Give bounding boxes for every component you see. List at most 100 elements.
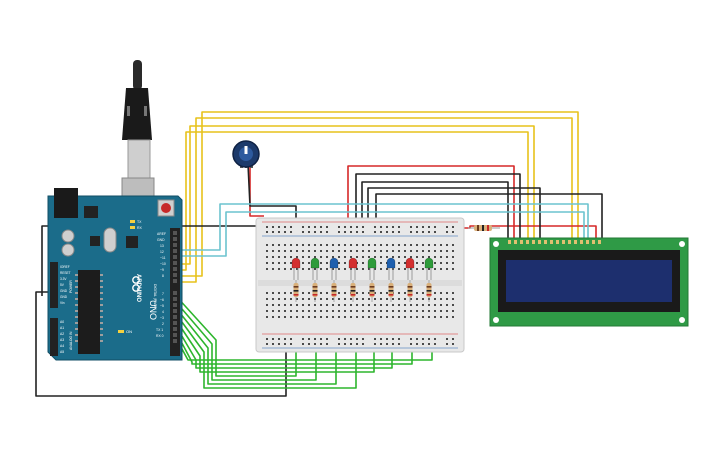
led-with-resistor[interactable] [424,257,434,302]
wire-cyan[interactable] [176,211,585,257]
pin-label: ~11 [160,256,166,260]
resistor[interactable] [312,280,318,302]
lcd-pin[interactable] [574,240,577,244]
pin-label: ~3 [160,316,164,320]
wire-yellow[interactable] [176,117,573,283]
green-wire-bundle [175,295,433,389]
power-jack [54,188,78,218]
arduino-logo [132,276,140,292]
pin-label: 2 [162,322,164,326]
lcd-pin[interactable] [592,240,595,244]
lcd-pin[interactable] [520,240,523,244]
led-bulb[interactable] [424,257,434,269]
lcd-pin[interactable] [514,240,517,244]
on-led-label: ON [126,329,132,334]
resistor[interactable] [369,280,375,302]
wire-yellow[interactable] [176,111,579,277]
resistor[interactable] [426,280,432,302]
regulator [90,236,100,246]
tx-led-label: TX [137,220,142,224]
led-bulb[interactable] [310,257,320,269]
digital-header-label: DIGITAL (PWM~) [153,284,157,310]
resistor[interactable] [388,280,394,302]
led-with-resistor[interactable] [367,257,377,302]
lcd-pin[interactable] [544,240,547,244]
led-bulb[interactable] [405,257,415,269]
breadboard[interactable] [255,217,465,353]
pin-label: 7 [162,292,164,296]
lcd-pin[interactable] [550,240,553,244]
resistor[interactable] [331,280,337,302]
led-bulb[interactable] [386,257,396,269]
pin-label: Vin [60,301,65,305]
wire-black[interactable] [375,193,603,242]
wire-yellow[interactable] [176,131,529,271]
wire-black[interactable] [35,291,287,397]
tx-led [130,220,135,223]
resistor[interactable] [350,280,356,302]
arduino-uno-board[interactable]: ON TX RX ARDUINO UNO AREF GND 13 12 [47,188,183,361]
led-with-resistor[interactable] [291,257,301,302]
potentiometer[interactable] [232,140,260,168]
lcd-screen [506,260,672,302]
pin-label: 4 [162,310,164,314]
pin-label: TX 1 [156,328,163,332]
wire-red[interactable] [249,166,264,217]
led-with-resistor[interactable] [310,257,320,302]
wire-cyan[interactable] [176,203,589,251]
pin-label: RESET [60,271,71,275]
pin-label: GND [60,289,68,293]
resistor[interactable] [407,280,413,302]
on-led [118,330,124,333]
wire-yellow[interactable] [176,125,535,265]
led-bulb[interactable] [291,257,301,269]
pin-label: 3.3V [60,277,67,281]
pin-label: ~10 [160,262,166,266]
wire-black[interactable] [355,173,521,242]
lcd-pin[interactable] [526,240,529,244]
lcd-pin[interactable] [532,240,535,244]
pin-label: AREF [157,232,166,236]
pin-label: A4 [60,344,64,348]
led-with-resistor[interactable] [329,257,339,302]
led-with-resistor[interactable] [386,257,396,302]
lcd-pin[interactable] [598,240,601,244]
lcd-pin[interactable] [556,240,559,244]
pin-label: 5V [60,283,65,287]
rx-led-label: RX [137,226,143,230]
led-with-resistor[interactable] [405,257,415,302]
pin-label: A1 [60,326,64,330]
lcd-pin[interactable] [580,240,583,244]
lcd-pin[interactable] [538,240,541,244]
lcd-backlight-resistor[interactable] [468,225,500,231]
lcd-16x2-display[interactable] [489,237,689,327]
resistor[interactable] [293,280,299,302]
power-header[interactable] [50,262,58,308]
lcd-pin[interactable] [508,240,511,244]
usb-cable[interactable] [121,60,155,209]
reset-button-cap[interactable] [161,203,171,213]
lcd-pin-header [508,240,601,244]
analog-header[interactable] [50,318,58,356]
led-bulb[interactable] [348,257,358,269]
led-with-resistor[interactable] [348,257,358,302]
pin-label: A3 [60,338,64,342]
led-bulb[interactable] [329,257,339,269]
pin-label: ~9 [160,268,164,272]
pin-label: IOREF [60,265,70,269]
arduino-brand: ARDUINO [135,274,141,302]
capacitor [61,229,75,243]
pin-label: A0 [60,320,64,324]
pin-label: GND [60,295,68,299]
led-bulb[interactable] [367,257,377,269]
lcd-pin[interactable] [562,240,565,244]
pin-label: A2 [60,332,64,336]
pin-label: A5 [60,350,64,354]
lcd-pin[interactable] [586,240,589,244]
wire-black[interactable] [367,187,541,242]
pot-knob-indicator[interactable] [244,146,248,154]
pin-label: 13 [160,244,164,248]
crystal [103,227,117,253]
lcd-pin[interactable] [568,240,571,244]
